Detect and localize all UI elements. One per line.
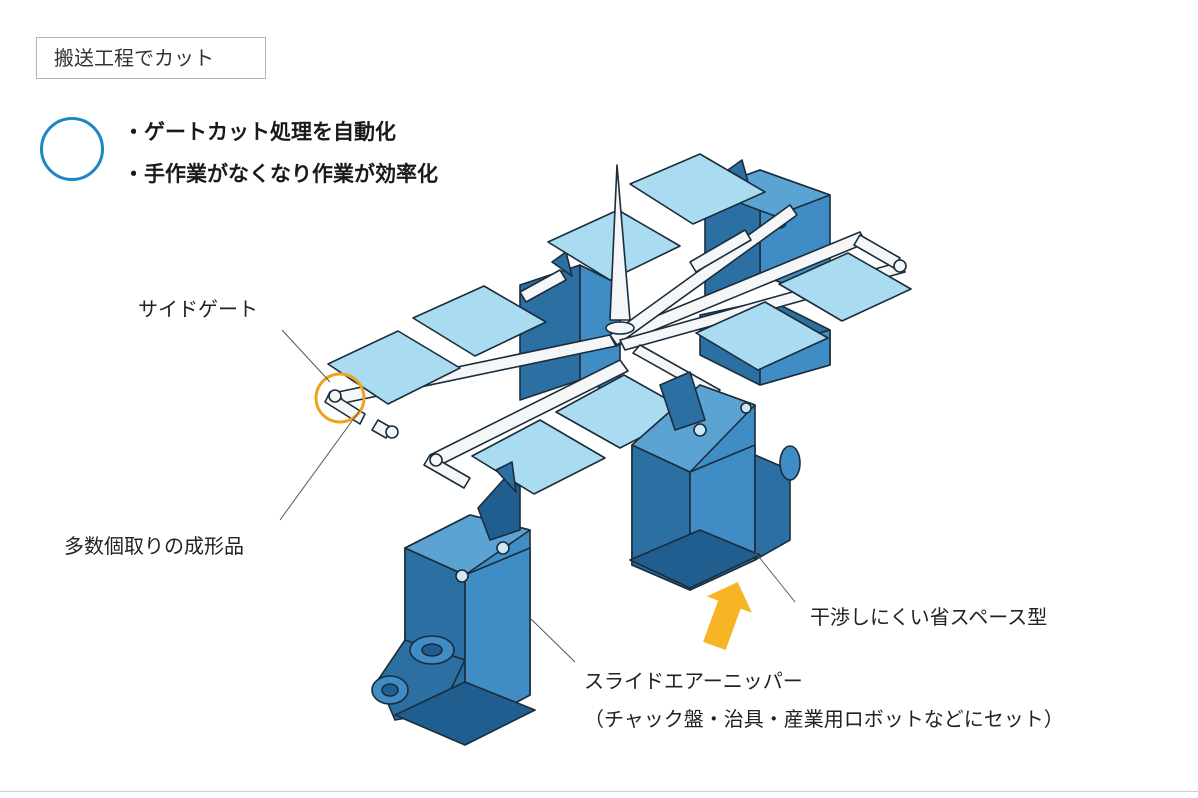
nipper-front-right (629, 371, 801, 591)
molded-part (695, 301, 829, 371)
leader-nipper (529, 617, 576, 663)
leader-multi-cavity (279, 409, 361, 521)
benefit-item: ・手作業がなくなり作業が効率化 (123, 162, 438, 186)
nipper-name-label: スライドエアーニッパー (584, 669, 803, 693)
side-gate-highlight (314, 372, 366, 424)
mount-note-label: （チャック盤・治具・産業用ロボットなどにセット） (584, 707, 1064, 731)
molded-part (412, 285, 547, 357)
leader-space-saving (754, 551, 796, 603)
ok-circle-icon (40, 117, 104, 181)
sprue (605, 164, 635, 335)
side-gate-label: サイドゲート (138, 297, 258, 321)
leader-side-gate (281, 329, 331, 383)
up-arrow-icon (703, 582, 752, 651)
leader-lines (279, 329, 796, 663)
benefit-list: ・ゲートカット処理を自動化 ・手作業がなくなり作業が効率化 (123, 116, 438, 200)
divider (0, 791, 1198, 792)
nipper-front-left (371, 461, 536, 746)
multi-cavity-label: 多数個取りの成形品 (64, 534, 244, 558)
process-tag: 搬送工程でカット (36, 37, 266, 79)
molded-part (629, 153, 766, 225)
space-saving-label: 干渉しにくい省スペース型 (810, 605, 1048, 629)
molded-part (778, 252, 912, 322)
benefit-item: ・ゲートカット処理を自動化 (123, 120, 396, 144)
